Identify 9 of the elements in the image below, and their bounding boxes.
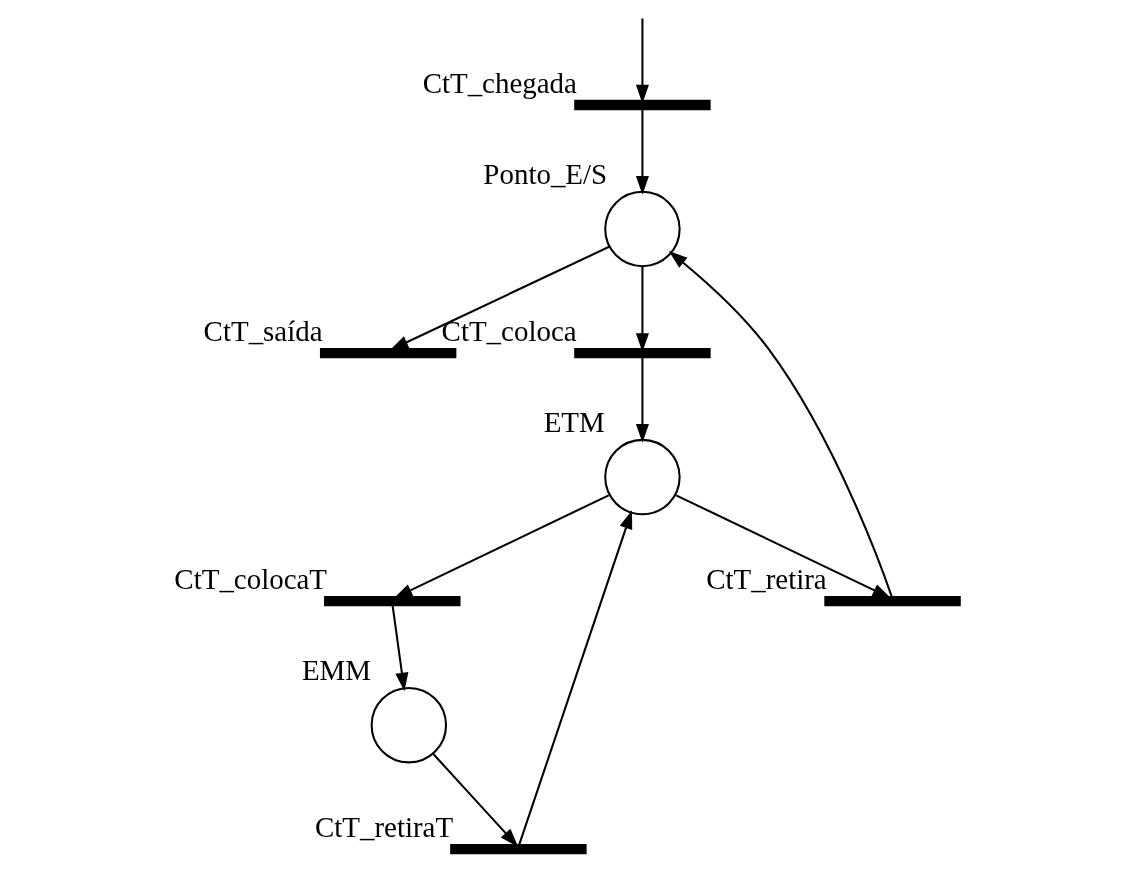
node-label: Ponto_E/S [483,157,608,190]
node-label: CtT_retira [706,563,827,596]
node-label: CtT_chegada [422,67,577,100]
node-label: CtT_retiraT [314,811,454,844]
node-label: ETM [543,406,605,439]
node-label: CtT_coloca [441,315,577,348]
node-label: CtT_saída [203,315,323,348]
node-label: CtT_colocaT [174,563,328,596]
node-label: EMM [301,654,372,687]
